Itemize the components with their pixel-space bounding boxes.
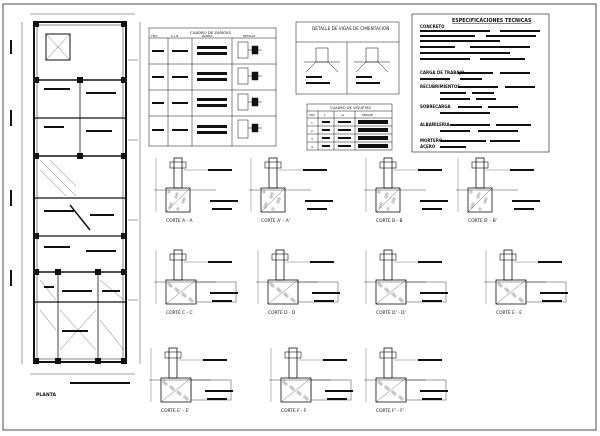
section-caption: CORTE F' - F' [376, 408, 404, 414]
specs-heading-overload: SOBRECARGA [420, 104, 452, 109]
section-caption: CORTE B' - B' [468, 218, 497, 224]
joist-schedule-title: CUADRO DE VIGUETAS [330, 106, 372, 110]
foundation-plan [10, 13, 141, 384]
section-caption: CORTE A' - A' [261, 218, 290, 224]
joist-header-steel: As [341, 113, 345, 117]
section-caption: CORTE D' - D' [376, 310, 406, 316]
footing-header-footing: ZAPATA [202, 34, 213, 38]
section-detail: CORTE E' - E' [149, 347, 233, 414]
joist-header-type: TIPO [309, 113, 315, 117]
specs-heading-load: CARGA DE TRABAJO [420, 70, 465, 75]
beam-detail-title: DETALLE DE VIGAS DE CIMENTACION [312, 26, 389, 31]
joist-header-depth: PERALTE [362, 113, 373, 117]
footing-header-dims: A x B [171, 34, 178, 38]
section-detail: CORTE E - E [484, 249, 568, 316]
specs-heading-concrete: CONCRETO [420, 24, 445, 29]
footing-schedule-table [148, 27, 277, 147]
joist-type-4: 4 [311, 145, 313, 149]
section-detail: CORTE D' - D' [364, 249, 448, 316]
section-detail: CORTE A' - A' [249, 157, 333, 224]
beam-detail-box [295, 21, 400, 95]
section-detail: CORTE A - A [154, 157, 238, 224]
joist-type-2: 2 [311, 129, 313, 133]
technical-specifications-box [411, 13, 550, 153]
section-caption: CORTE A - A [166, 218, 193, 224]
section-detail: CORTE F' - F' [364, 347, 448, 414]
plan-caption: PLANTA [36, 392, 56, 398]
section-caption: CORTE E' - E' [161, 408, 189, 414]
joist-type-3: 3 [311, 137, 313, 141]
specs-heading-cover: RECUBRIMIENTOS [420, 84, 460, 89]
section-detail: CORTE C - C [154, 249, 238, 316]
section-detail: CORTE F - F [269, 347, 353, 414]
specs-heading-steel: ACERO [420, 144, 436, 149]
specs-heading-mortar: MORTERO [420, 138, 443, 143]
section-detail: CORTE B' - B' [456, 157, 540, 224]
section-caption: CORTE C - C [166, 310, 193, 316]
section-caption: CORTE B - B [376, 218, 403, 224]
joist-schedule-table [306, 103, 393, 151]
sheet-border [2, 3, 597, 431]
section-caption: CORTE F - F [281, 408, 307, 414]
joist-header-length: L [324, 113, 326, 117]
section-caption: CORTE E - E [496, 310, 522, 316]
joist-type-1: 1 [311, 121, 313, 125]
footing-header-type: TIPO [150, 34, 158, 38]
section-caption: CORTE D - D [268, 310, 296, 316]
section-details: CORTE A - A CORTE A' - A' CORTE B - B CORTE… [149, 157, 568, 414]
section-detail: CORTE B - B [364, 157, 448, 224]
footing-schedule-title: CUADRO DE ZAPATAS [190, 30, 231, 35]
section-detail: CORTE D - D [256, 249, 340, 316]
footing-header-detail: DETALLE [243, 34, 255, 38]
specs-heading-masonry: ALBAÑILERIA [420, 122, 450, 127]
specs-title: ESPECIFICACIONES TECNICAS [452, 18, 532, 24]
